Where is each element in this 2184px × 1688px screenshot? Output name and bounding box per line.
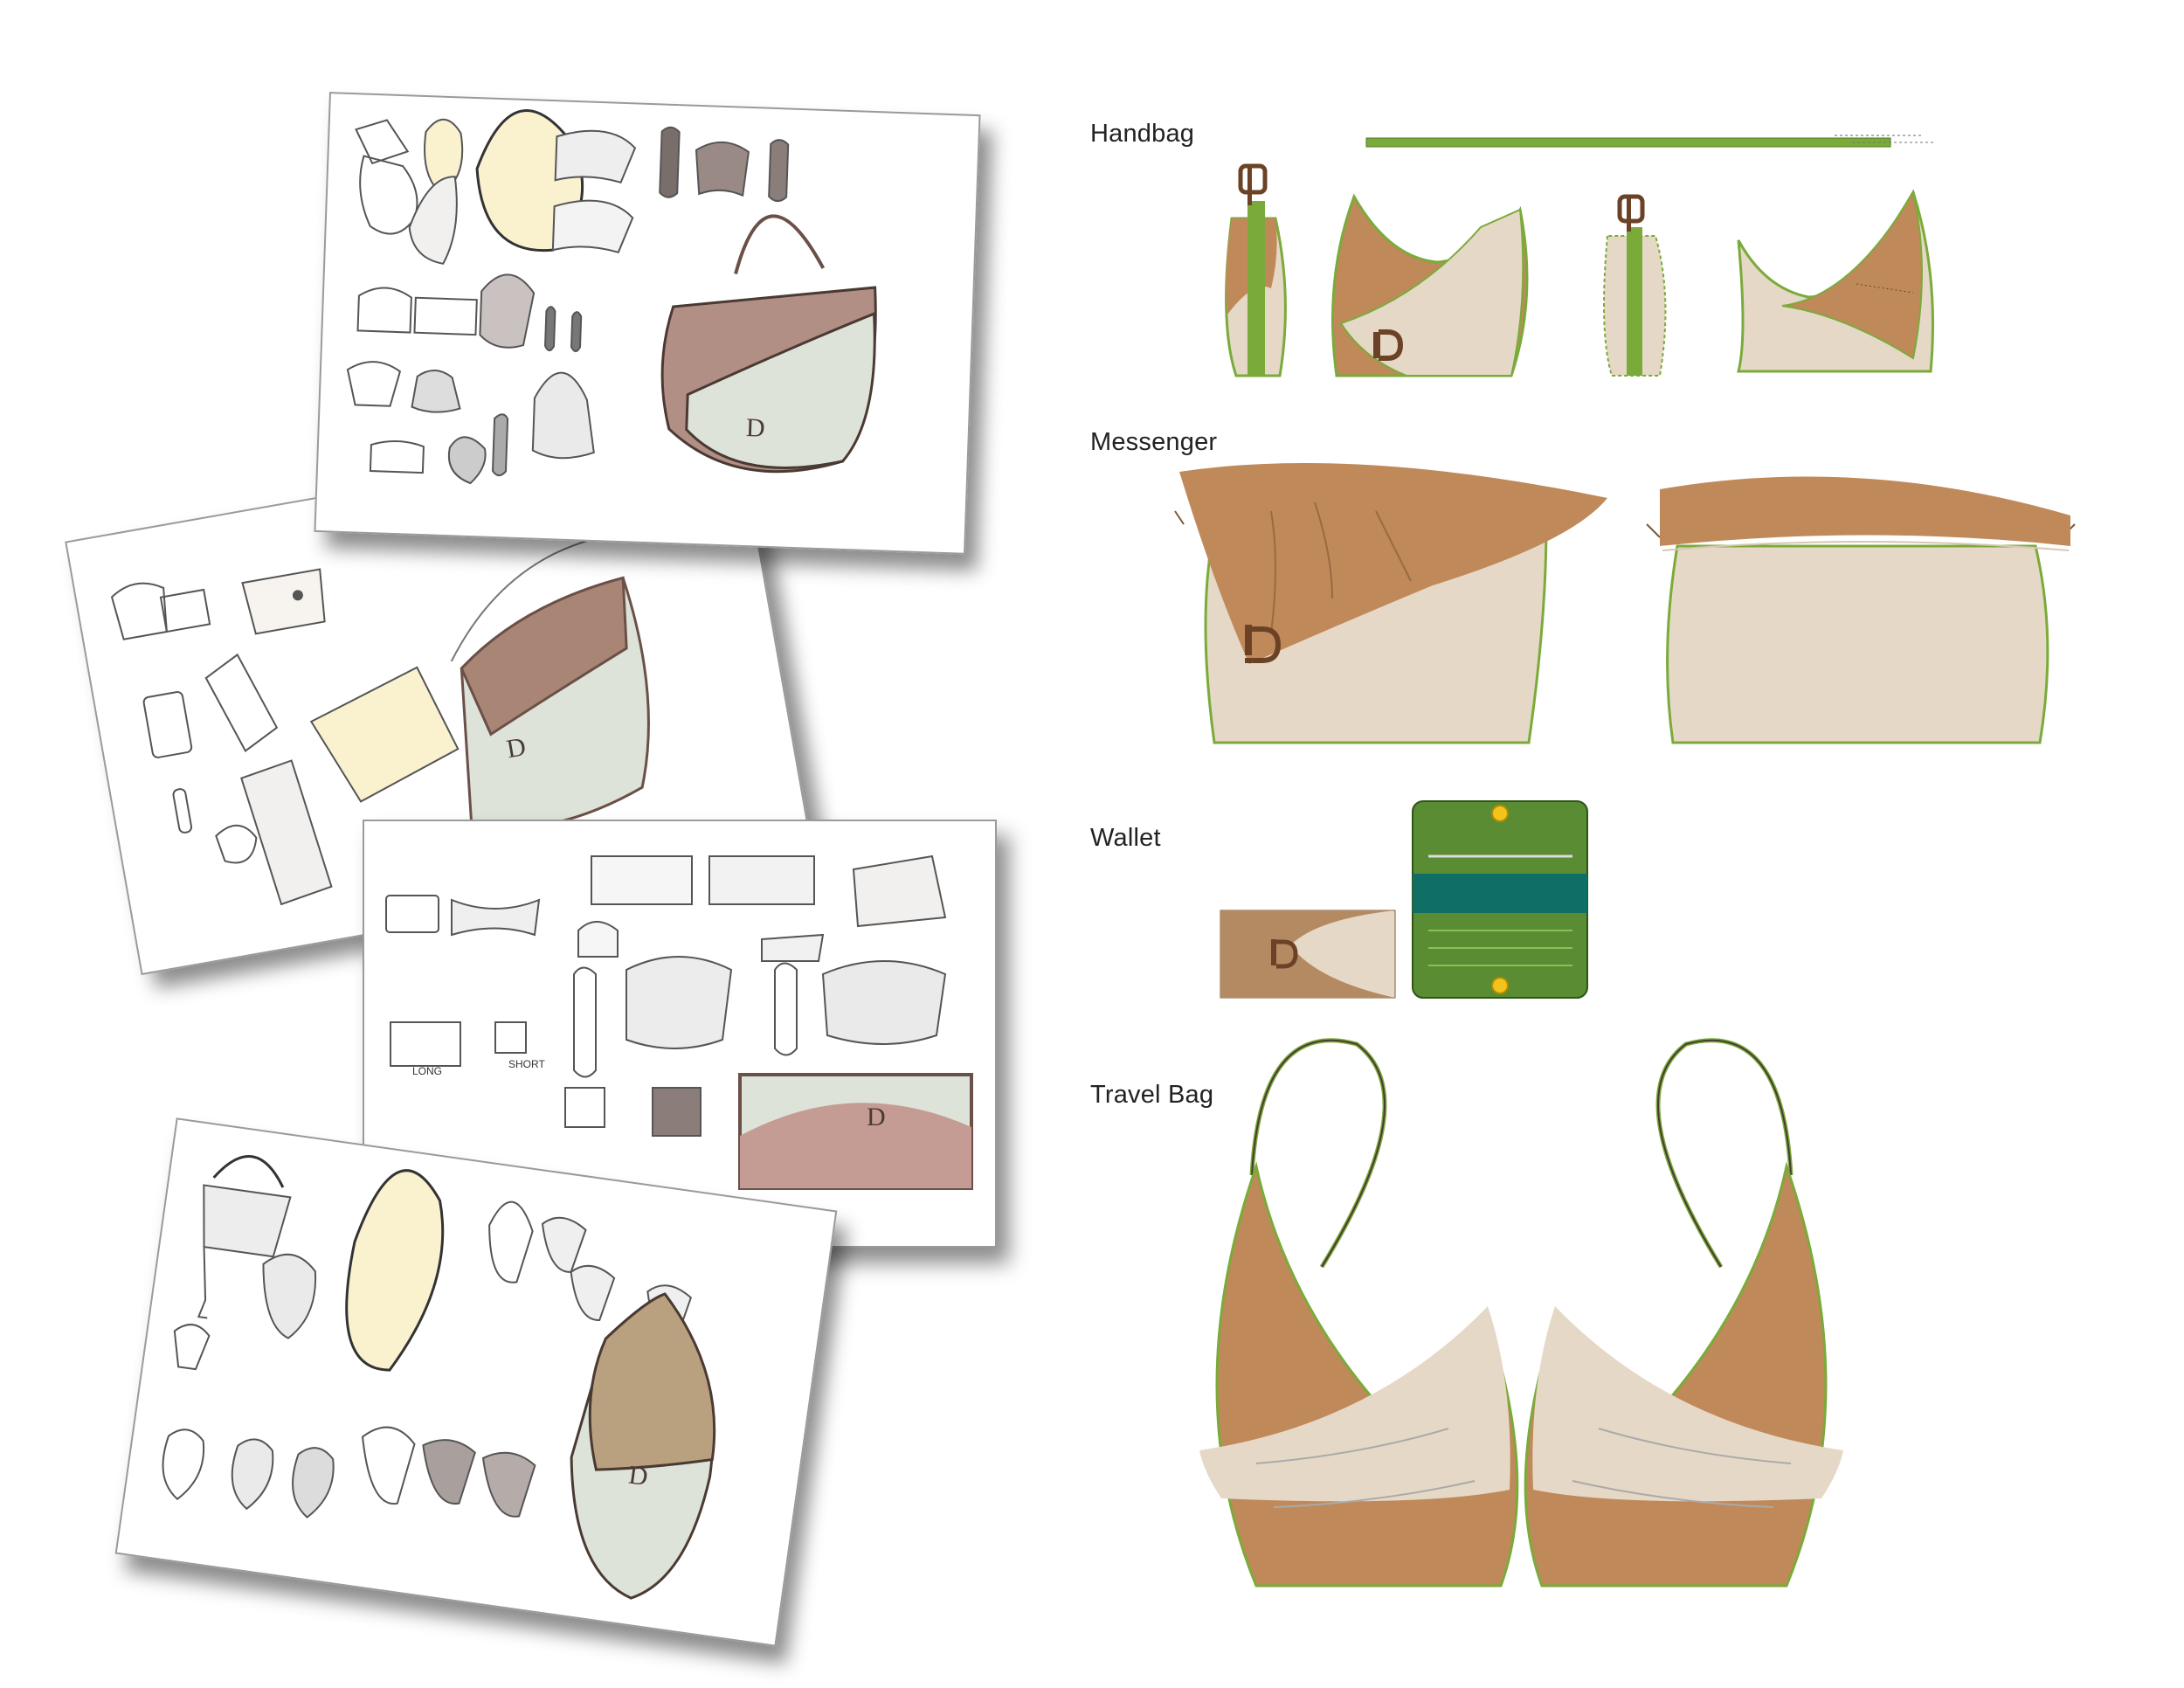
svg-text:LONG: LONG bbox=[412, 1065, 442, 1077]
messenger-back-view bbox=[1646, 476, 2076, 744]
logo-pd-icon bbox=[1271, 939, 1298, 969]
wallet-open-view bbox=[1412, 800, 1588, 999]
travel-bag-back-view bbox=[1524, 1038, 1843, 1588]
sketch-labels: LONG SHORT bbox=[412, 1058, 545, 1077]
sketch-sheet-travel: D bbox=[114, 1117, 838, 1647]
logo-pd-icon: D bbox=[745, 413, 765, 443]
messenger-sketches: D bbox=[110, 530, 650, 906]
strap-buckle-icon bbox=[1238, 163, 1268, 205]
logo-pd-icon: D bbox=[867, 1103, 886, 1131]
sketch-sheet-handbag: D bbox=[314, 92, 981, 555]
handbag-strap-flat bbox=[1365, 135, 1935, 148]
snap-button-icon bbox=[1491, 977, 1509, 994]
section-label-handbag: Handbag bbox=[1090, 120, 1195, 148]
handbag-side-view bbox=[1225, 163, 1287, 377]
handbag-side-view-2 bbox=[1603, 194, 1667, 377]
section-label-messenger: Messenger bbox=[1090, 428, 1218, 456]
sketch-sheet-messenger: D bbox=[65, 422, 814, 976]
logo-pd-icon bbox=[1245, 625, 1282, 663]
logo-pd-icon: D bbox=[627, 1461, 650, 1492]
messenger-front-view bbox=[1174, 463, 1607, 744]
handbag-back-view bbox=[1737, 189, 1934, 373]
travel-bag-front-view bbox=[1199, 1038, 1519, 1588]
logo-pd-icon bbox=[1373, 329, 1404, 361]
wallet-closed-view bbox=[1220, 910, 1396, 999]
strap-buckle-icon bbox=[1617, 194, 1645, 232]
svg-text:SHORT: SHORT bbox=[508, 1058, 545, 1070]
handbag-front-view bbox=[1331, 193, 1529, 377]
section-label-travel: Travel Bag bbox=[1090, 1081, 1214, 1109]
snap-button-icon bbox=[1491, 805, 1509, 822]
logo-pd-icon: D bbox=[504, 732, 528, 764]
section-label-wallet: Wallet bbox=[1090, 824, 1161, 852]
